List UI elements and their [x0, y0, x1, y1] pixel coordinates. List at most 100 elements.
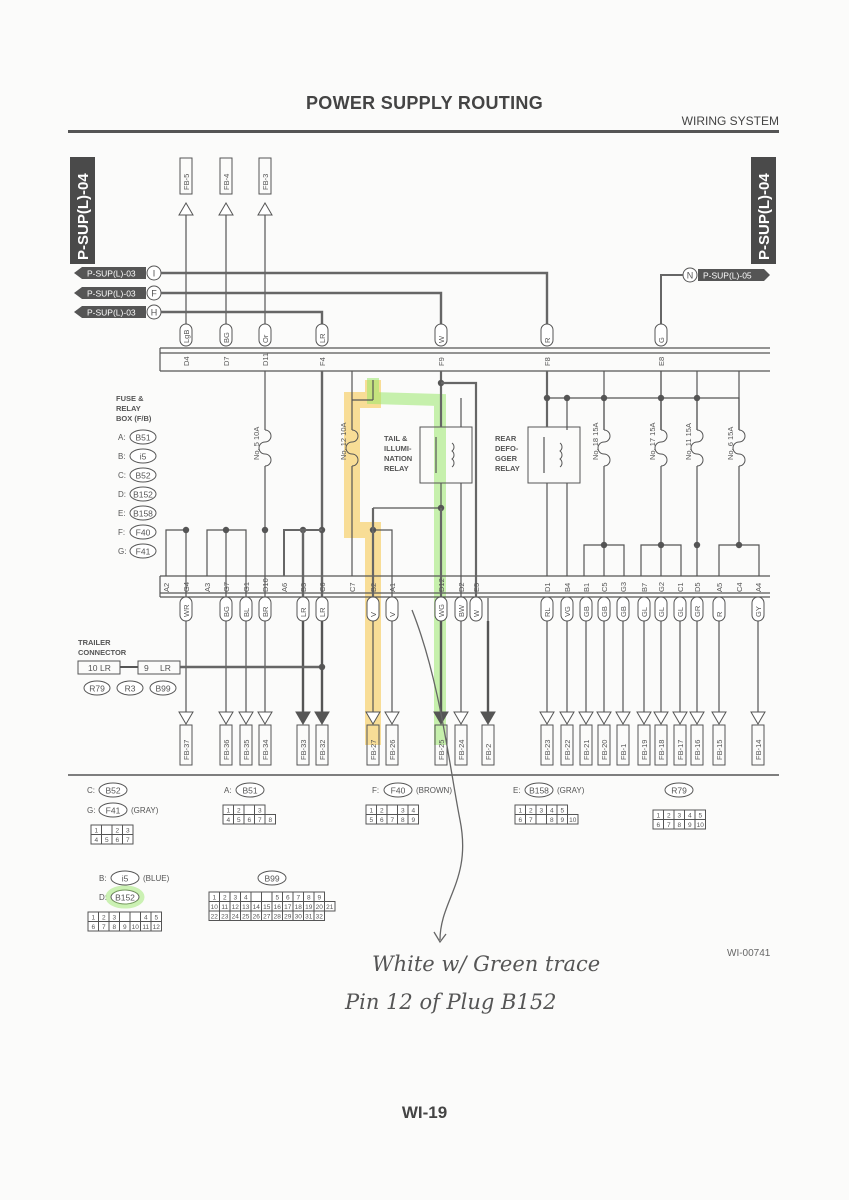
undefined-num-1-4: 8: [268, 817, 272, 824]
fusebox-code-4-label: B158: [133, 509, 153, 519]
bottom-wire-label-4: BL: [242, 608, 251, 617]
undefined-num-0-2: 3: [233, 895, 237, 902]
undefined-num-2-8: 30: [295, 914, 303, 921]
fusebox-code-1: [129, 448, 157, 464]
fuse-11-label: No. 11 15A: [684, 423, 693, 460]
bottom-arrow-label-FB-1: FB-1: [619, 744, 628, 760]
legend-e-code: [524, 782, 554, 798]
undefined-cell-1-4: [407, 814, 419, 825]
legend-d-code-label: B152: [115, 893, 135, 903]
undefined-num-1-3: 8: [401, 817, 405, 824]
bottom-pin-label-22: C1: [676, 582, 685, 592]
trailer-code-1: [116, 680, 144, 696]
undefined-cell-1-11: [324, 901, 336, 912]
trailer-title-0: TRAILER: [78, 638, 111, 647]
bottom-wire-label-12: WG: [437, 604, 446, 617]
top-pin-label-0: D4: [182, 356, 191, 366]
bottom-pin-label-10: B2: [369, 583, 378, 592]
undefined-num-0-3: 3: [126, 828, 130, 835]
top-pin-label-2: D11: [261, 353, 270, 366]
undefined-num-1-3: 9: [688, 822, 692, 829]
trailer-code-0-label: R79: [89, 684, 105, 694]
bottom-pin-label-15: D1: [543, 582, 552, 592]
bottom-pin-label-4: G1: [242, 582, 251, 592]
yellow-highlight: [344, 380, 381, 745]
top-wire-label-0: LgB: [182, 330, 191, 343]
header-rule: [68, 130, 779, 133]
bottom-arrow-label-FB-37: FB-37: [182, 740, 191, 760]
fuse-11-element: [690, 429, 704, 467]
undefined-num-1-4: 10: [697, 822, 705, 829]
fusebox-code-1-label: i5: [140, 452, 147, 462]
undefined-num-1-1: 7: [529, 817, 533, 824]
bottom-arrow-head-FB-16: [689, 711, 705, 725]
1,6-num-1-1: 7: [102, 924, 106, 931]
undefined-num-1-11: 21: [326, 904, 334, 911]
1,6-num-0-5: 4: [144, 915, 148, 922]
1,6-num-1-0: 6: [91, 924, 95, 931]
bottom-arrow-box-FB-36: [219, 724, 233, 766]
w-tail-relay-out: [373, 483, 442, 509]
fuse-17-element: [654, 429, 668, 467]
bus-F: [161, 291, 443, 324]
undefined-num-2-9: 31: [305, 914, 313, 921]
top-pin-label-4: F9: [437, 357, 446, 366]
fusebox-letter-0: A:: [118, 433, 126, 442]
top-wire-label-1: BG: [222, 332, 231, 343]
fusebox-code-4: [129, 505, 157, 521]
trailer-code-1-label: R3: [125, 684, 136, 694]
bottom-wire-label-16: VG: [563, 606, 572, 617]
bottom-arrow-label-FB-19: FB-19: [640, 740, 649, 760]
1,6-num-0-6: 5: [154, 915, 158, 922]
undefined-num-1-1: 5: [105, 837, 109, 844]
bottom-wire-label-7: LR: [299, 607, 308, 617]
undefined-num-0-0: 1: [518, 808, 522, 815]
undefined-num-0-0: 1: [656, 813, 660, 820]
bottom-pin-label-3: G7: [222, 582, 231, 592]
bottom-pin-label-16: B4: [563, 583, 572, 592]
bottom-arrow-box-FB-24: [454, 724, 468, 766]
bottom-pin-label-6: A6: [280, 583, 289, 592]
fusebox-letter-6: G:: [118, 547, 126, 556]
undefined-cell-1-2: [535, 814, 547, 825]
undefined-num-1-4: 9: [560, 817, 564, 824]
top-arrow-label-FB-5: FB-5: [182, 174, 191, 190]
fusebox-code-5-label: F40: [136, 528, 151, 538]
bottom-arrow-head-FB-36: [218, 711, 234, 725]
legend-e-letter: E:: [513, 786, 521, 795]
bottom-arrow-label-FB-33: FB-33: [299, 740, 308, 760]
bottom-pin-label-14: E5: [472, 583, 481, 592]
bottom-pin-label-0: A2: [162, 583, 171, 592]
undefined-num-0-0: 1: [369, 808, 373, 815]
undefined-num-1-2: 12: [232, 904, 240, 911]
legend-d-highlight: [105, 885, 145, 909]
source-flag-2: [74, 306, 146, 318]
1,6-cell-1-6: [150, 921, 162, 932]
w-dist-2: [718, 544, 760, 576]
legend-a-letter: A:: [224, 786, 232, 795]
fusebox-letter-2: C:: [118, 471, 126, 480]
undefined-num-0-4: 4: [411, 808, 415, 815]
bottom-arrow-box-FB-21: [579, 724, 593, 766]
page-number: WI-19: [401, 1103, 448, 1122]
undefined-num-2-6: 28: [274, 914, 282, 921]
bottom-wire-label-13: BW: [457, 604, 466, 617]
undefined-num-0-1: 2: [237, 808, 241, 815]
top-arrow-label-FB-3: FB-3: [261, 174, 270, 190]
bottom-pin-label-23: D5: [693, 582, 702, 592]
undefined-num-1-1: 7: [667, 822, 671, 829]
fuse-17-label: No. 17 15A: [648, 422, 657, 460]
source-flag-letter-2: H: [151, 308, 158, 318]
bottom-arrow-box-FB-14: [751, 724, 765, 766]
undefined-num-2-2: 24: [232, 914, 240, 921]
bottom-pin-label-12: D12: [437, 578, 446, 592]
bottom-wire-label-10: V: [369, 612, 378, 617]
source-flag-label-1: P-SUP(L)-03: [87, 289, 136, 299]
undefined-num-0-0: 1: [226, 808, 230, 815]
undefined-num-0-4: 5: [560, 808, 564, 815]
bottom-arrow-box-FB-1: [616, 724, 630, 766]
undefined-cell-0-5: [261, 891, 273, 902]
trailer-pin-right: 9: [144, 663, 149, 673]
legend-c-letter: C:: [87, 786, 95, 795]
top-wire-label-5: R: [543, 337, 552, 343]
